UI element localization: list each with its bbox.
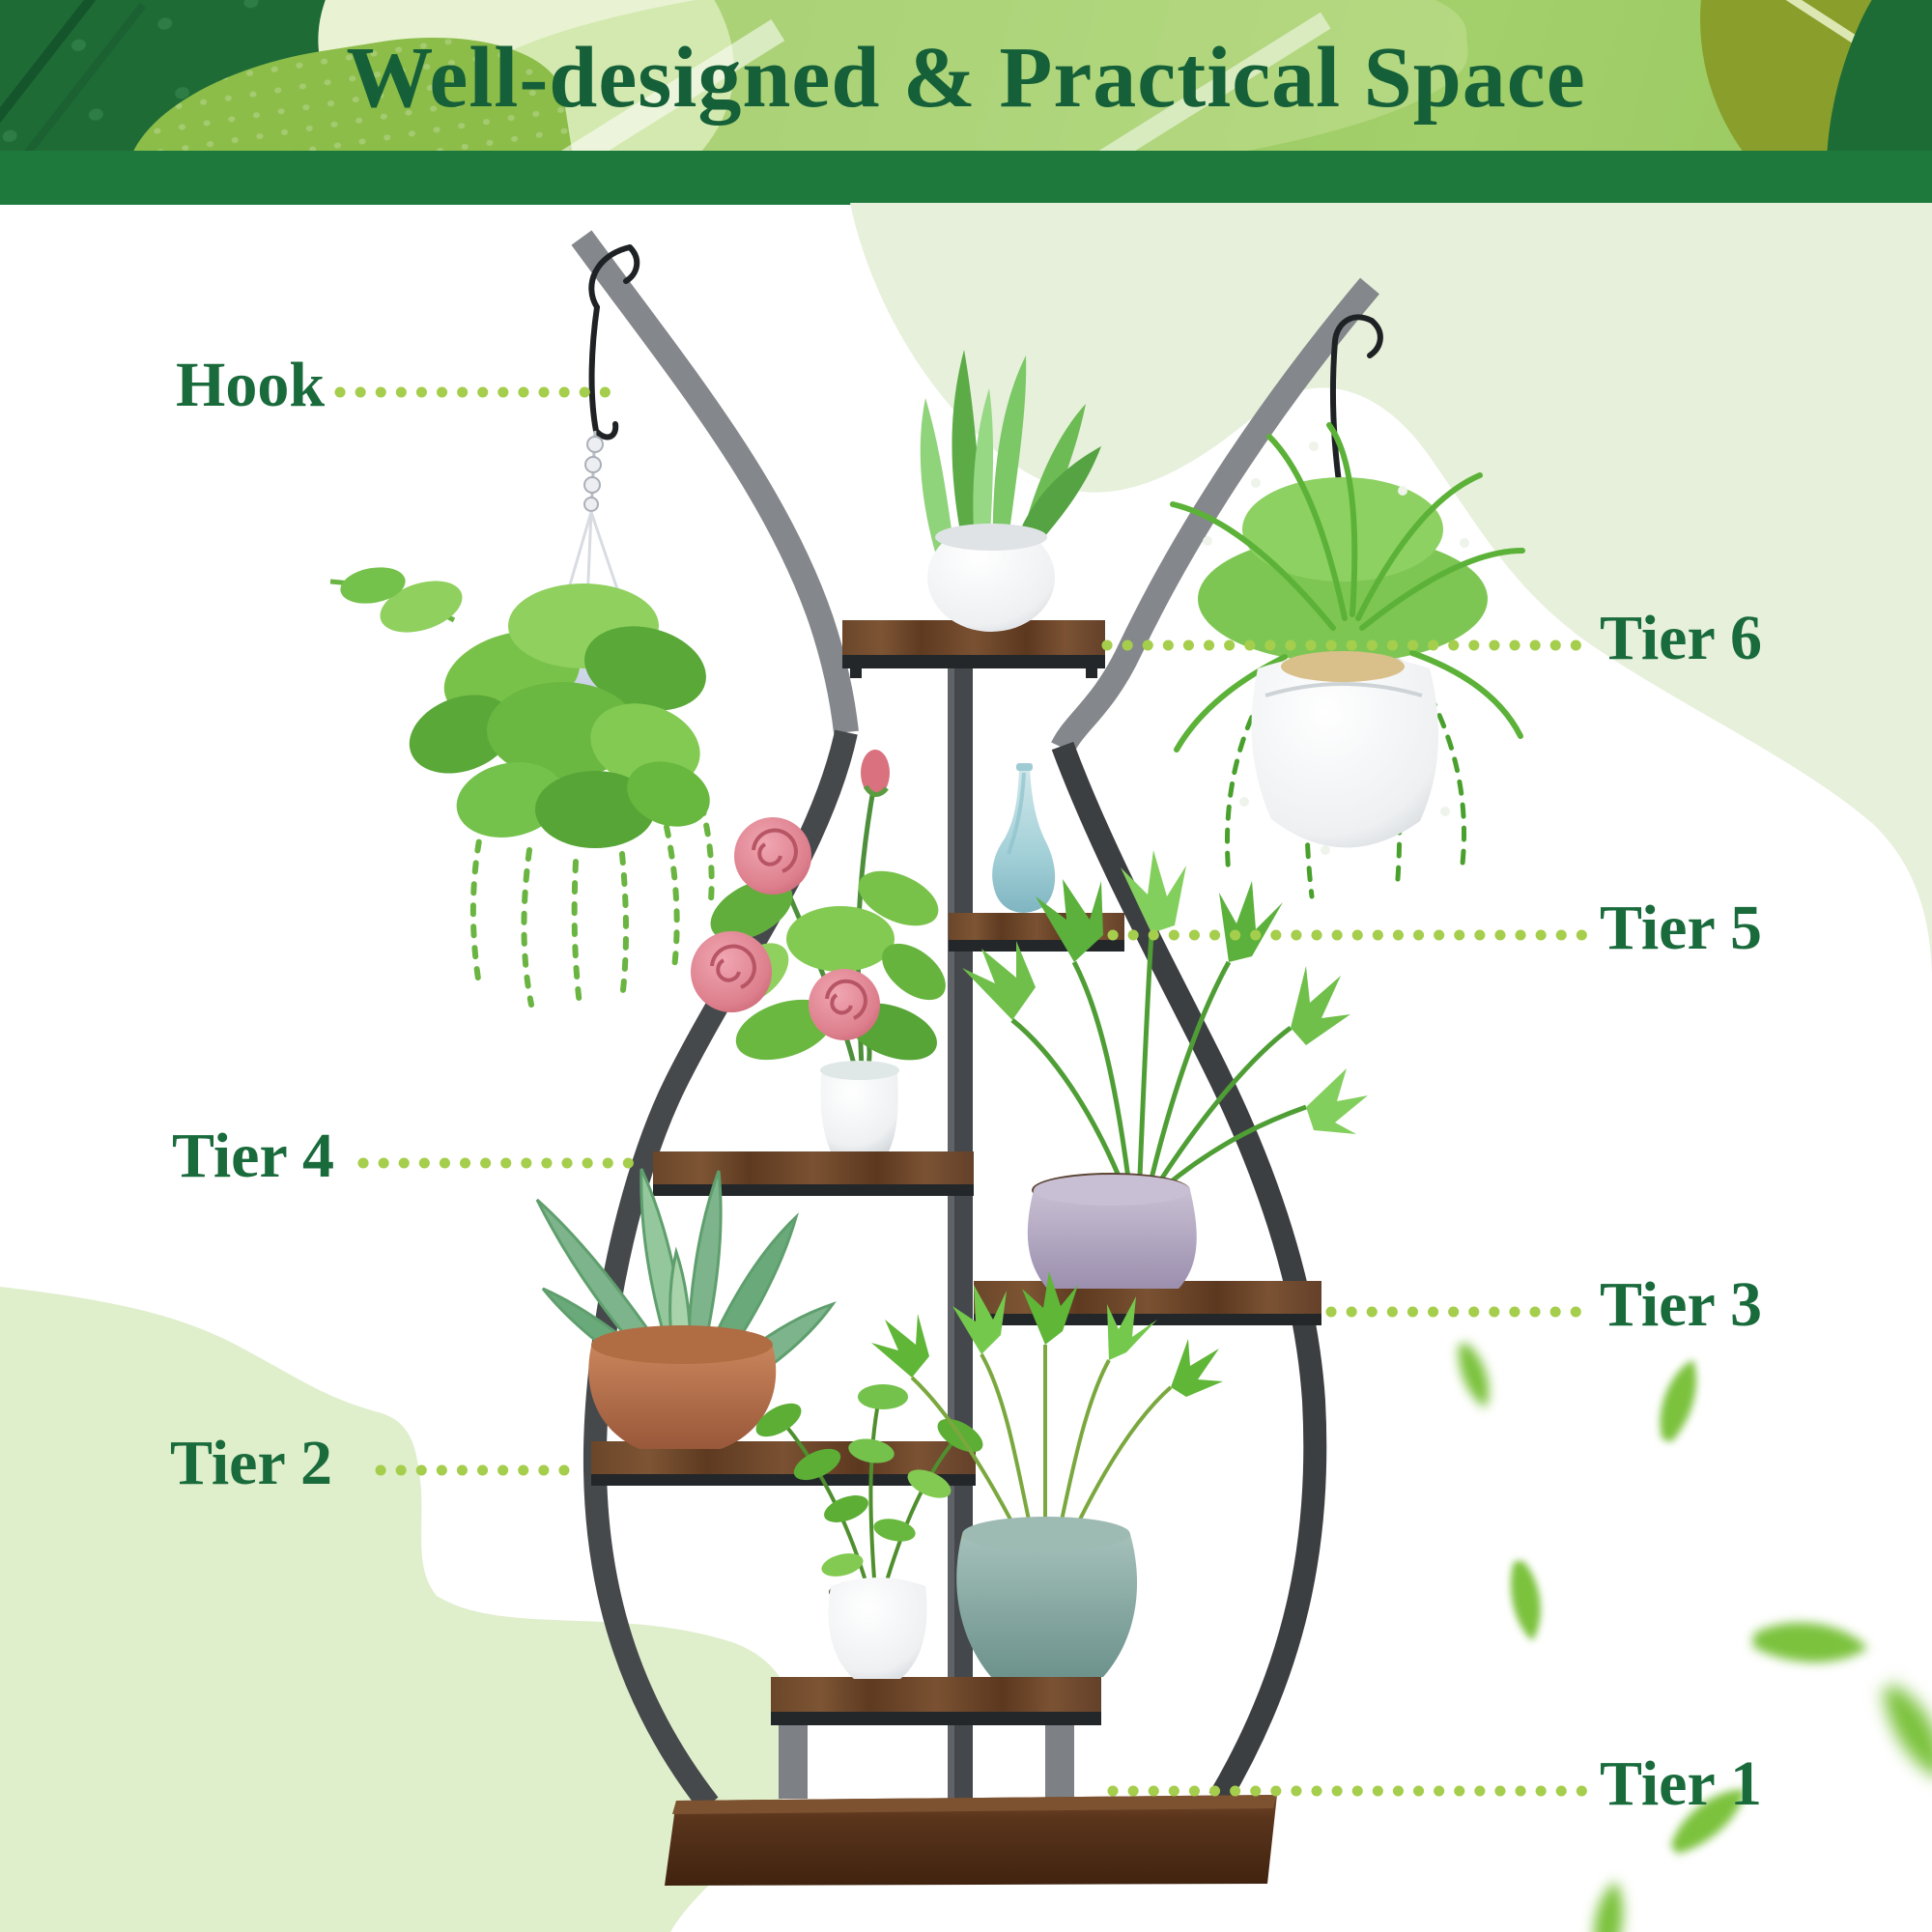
tier6-label: Tier 6: [1600, 603, 1763, 673]
tier4-label: Tier 4: [172, 1121, 335, 1191]
floating-leaves: [1458, 1343, 1932, 1932]
background-blob-left: [0, 1287, 797, 1932]
left-hanging-plant: [329, 567, 715, 1008]
left-s-hook: [588, 244, 640, 440]
tier5-label: Tier 5: [1600, 893, 1763, 963]
tier-1-shelf: [771, 1677, 1101, 1799]
header-leaf-banner: [0, 0, 1932, 151]
background-blob-top-right: [850, 203, 1932, 974]
right-lower-frame: [1051, 741, 1327, 1805]
right-hanging-plant: [1170, 422, 1525, 899]
tier6-plant-snake-plant: [920, 350, 1101, 632]
base-board: [665, 1795, 1277, 1886]
tier-4-shelf: [653, 1151, 974, 1196]
page-title: Well-designed & Practical Space: [346, 29, 1586, 126]
tier1-plant-palm: [871, 1271, 1223, 1677]
tier4-plant-roses: [691, 750, 946, 1151]
tier3-plant-fan-palm: [962, 850, 1368, 1289]
hook-label: Hook: [176, 350, 326, 420]
callout-lines: [334, 386, 1588, 1797]
tier1-plant-shrub: [755, 1384, 983, 1679]
tier2-label: Tier 2: [170, 1428, 333, 1498]
header-divider-bar: [0, 151, 1932, 205]
tier1-label: Tier 1: [1600, 1748, 1763, 1819]
left-arm: [571, 230, 859, 734]
right-arm: [1051, 277, 1379, 754]
tier2-plant-agave: [535, 1168, 837, 1449]
tier5-vase: [992, 763, 1056, 913]
tier-6-shelf: [842, 620, 1105, 678]
tier3-label: Tier 3: [1600, 1269, 1763, 1340]
shelves: [591, 620, 1321, 1886]
left-hanging-cord: [549, 430, 639, 652]
